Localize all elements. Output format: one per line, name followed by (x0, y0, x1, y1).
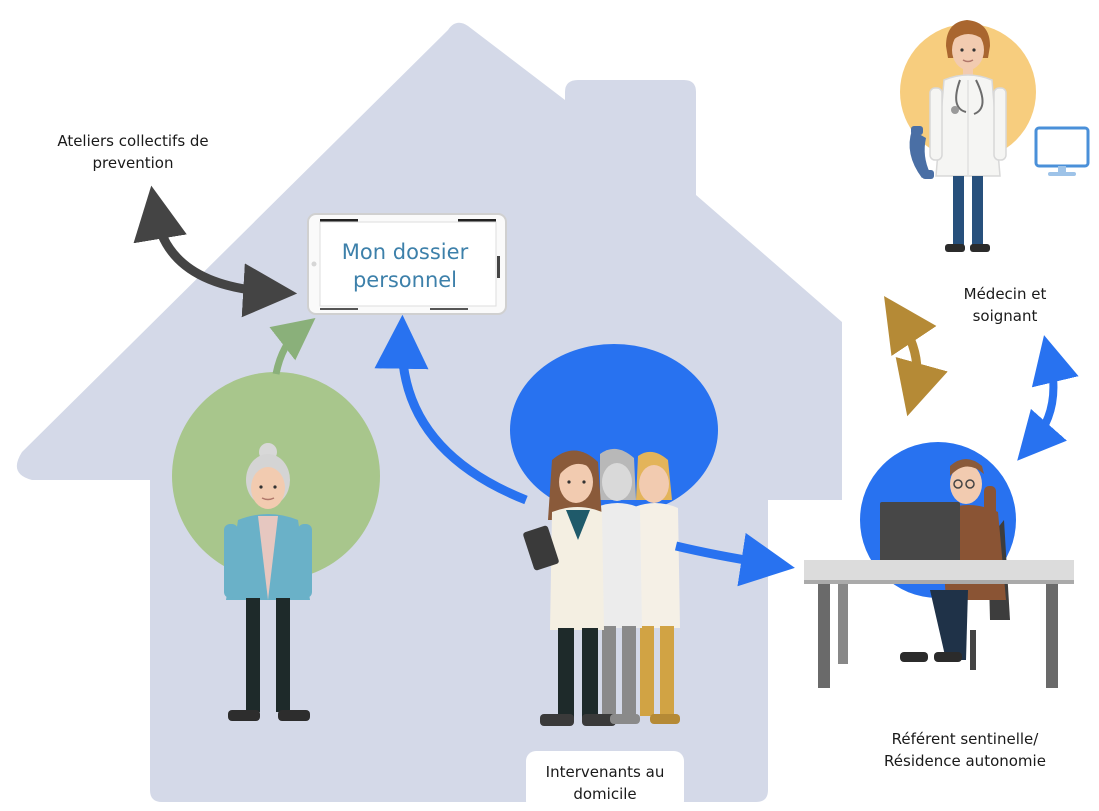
arrow-doctor-referent (884, 296, 948, 417)
intervenants-label-line-1: Intervenants au (545, 763, 665, 781)
medecin-label-line-1: Médecin et (963, 285, 1047, 303)
ateliers-label: Ateliers collectifs de prevention (28, 130, 238, 174)
medecin-label-line-2: soignant (972, 307, 1038, 325)
ateliers-label-line-2: prevention (92, 154, 174, 172)
arrow-workers-to-referent (674, 532, 795, 587)
intervenants-label-line-2: domicile (573, 785, 637, 803)
medecin-label: Médecin et soignant (940, 283, 1070, 327)
arrow-workers-to-tablet (374, 314, 528, 505)
tablet-icon (307, 213, 507, 315)
tablet-screen-text: Mon dossier personnel (320, 238, 490, 294)
tablet-title-line-1: Mon dossier (341, 240, 469, 264)
arrow-woman-to-tablet (269, 317, 316, 375)
phone-icon (909, 126, 934, 179)
referent-label-line-1: Référent sentinelle/ (891, 730, 1039, 748)
referent-label: Référent sentinelle/ Résidence autonomie (855, 728, 1075, 772)
tablet-title-line-2: personnel (352, 268, 458, 292)
home-care-workers-figure (510, 344, 718, 726)
arrow-ateliers-tablet (133, 185, 298, 318)
referent-at-desk-figure (804, 442, 1074, 688)
elderly-woman-figure (172, 372, 380, 721)
ateliers-label-line-1: Ateliers collectifs de (57, 132, 209, 150)
arrow-referent-monitor (1017, 335, 1079, 461)
referent-label-line-2: Résidence autonomie (884, 752, 1046, 770)
intervenants-label: Intervenants au domicile (526, 751, 684, 811)
doctor-figure (900, 20, 1036, 252)
monitor-icon (1034, 126, 1090, 176)
